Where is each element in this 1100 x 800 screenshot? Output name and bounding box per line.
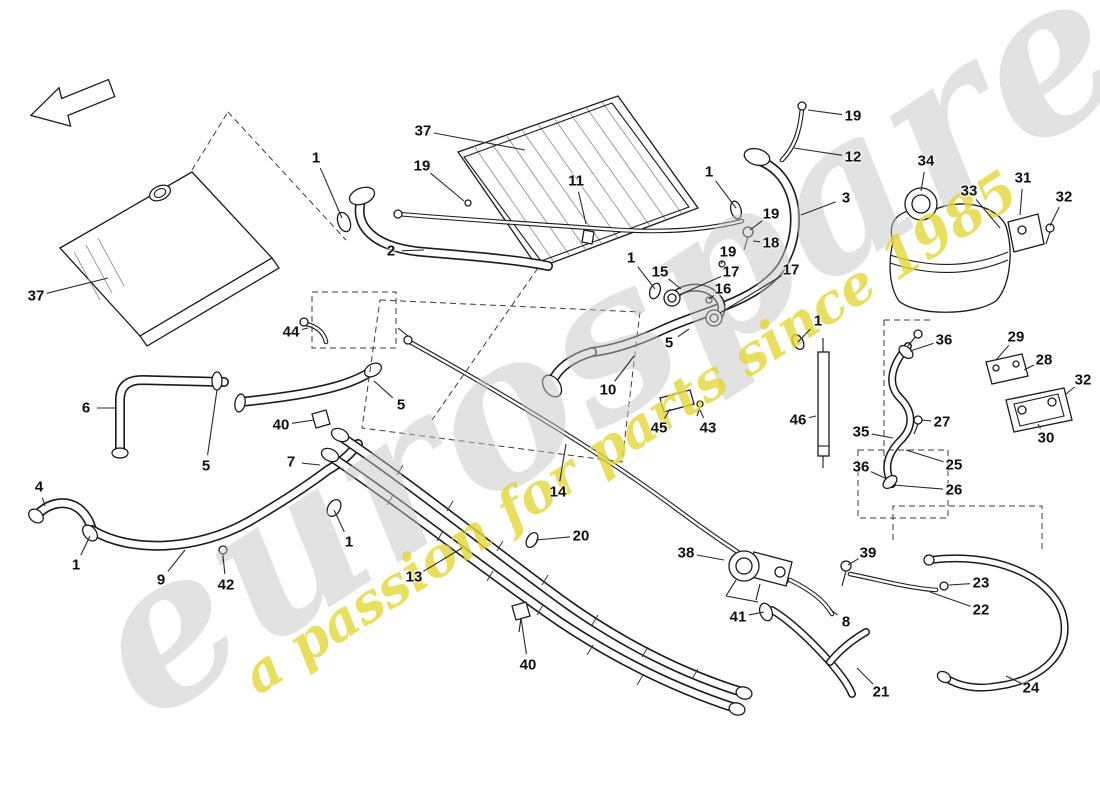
radiator-left-drawing xyxy=(58,111,347,347)
pipe-24-drawing xyxy=(892,505,1069,692)
hose-6-drawing xyxy=(111,371,229,459)
bracket-30-drawing xyxy=(1005,387,1073,433)
pipe-11-drawing xyxy=(393,209,745,245)
bracket-45-drawing xyxy=(659,389,704,417)
hose-21-drawing xyxy=(758,577,870,698)
pipe-12-drawing xyxy=(779,101,807,163)
fitting-44-drawing xyxy=(299,291,397,349)
hose-4-9-drawing xyxy=(28,439,363,562)
pipe-22-drawing xyxy=(840,560,949,593)
bracket-29-drawing xyxy=(985,353,1029,385)
pipe-13-drawing xyxy=(311,409,753,716)
direction-arrow-icon xyxy=(29,78,116,128)
hose-2-drawing xyxy=(336,186,553,271)
part-46-drawing xyxy=(817,338,830,468)
hose-35-drawing xyxy=(857,329,949,519)
reference-frame-dashed xyxy=(361,299,641,463)
expansion-tank-drawing xyxy=(883,187,1055,470)
pump-38-drawing xyxy=(725,550,793,603)
hose-5-drawing xyxy=(234,362,383,413)
